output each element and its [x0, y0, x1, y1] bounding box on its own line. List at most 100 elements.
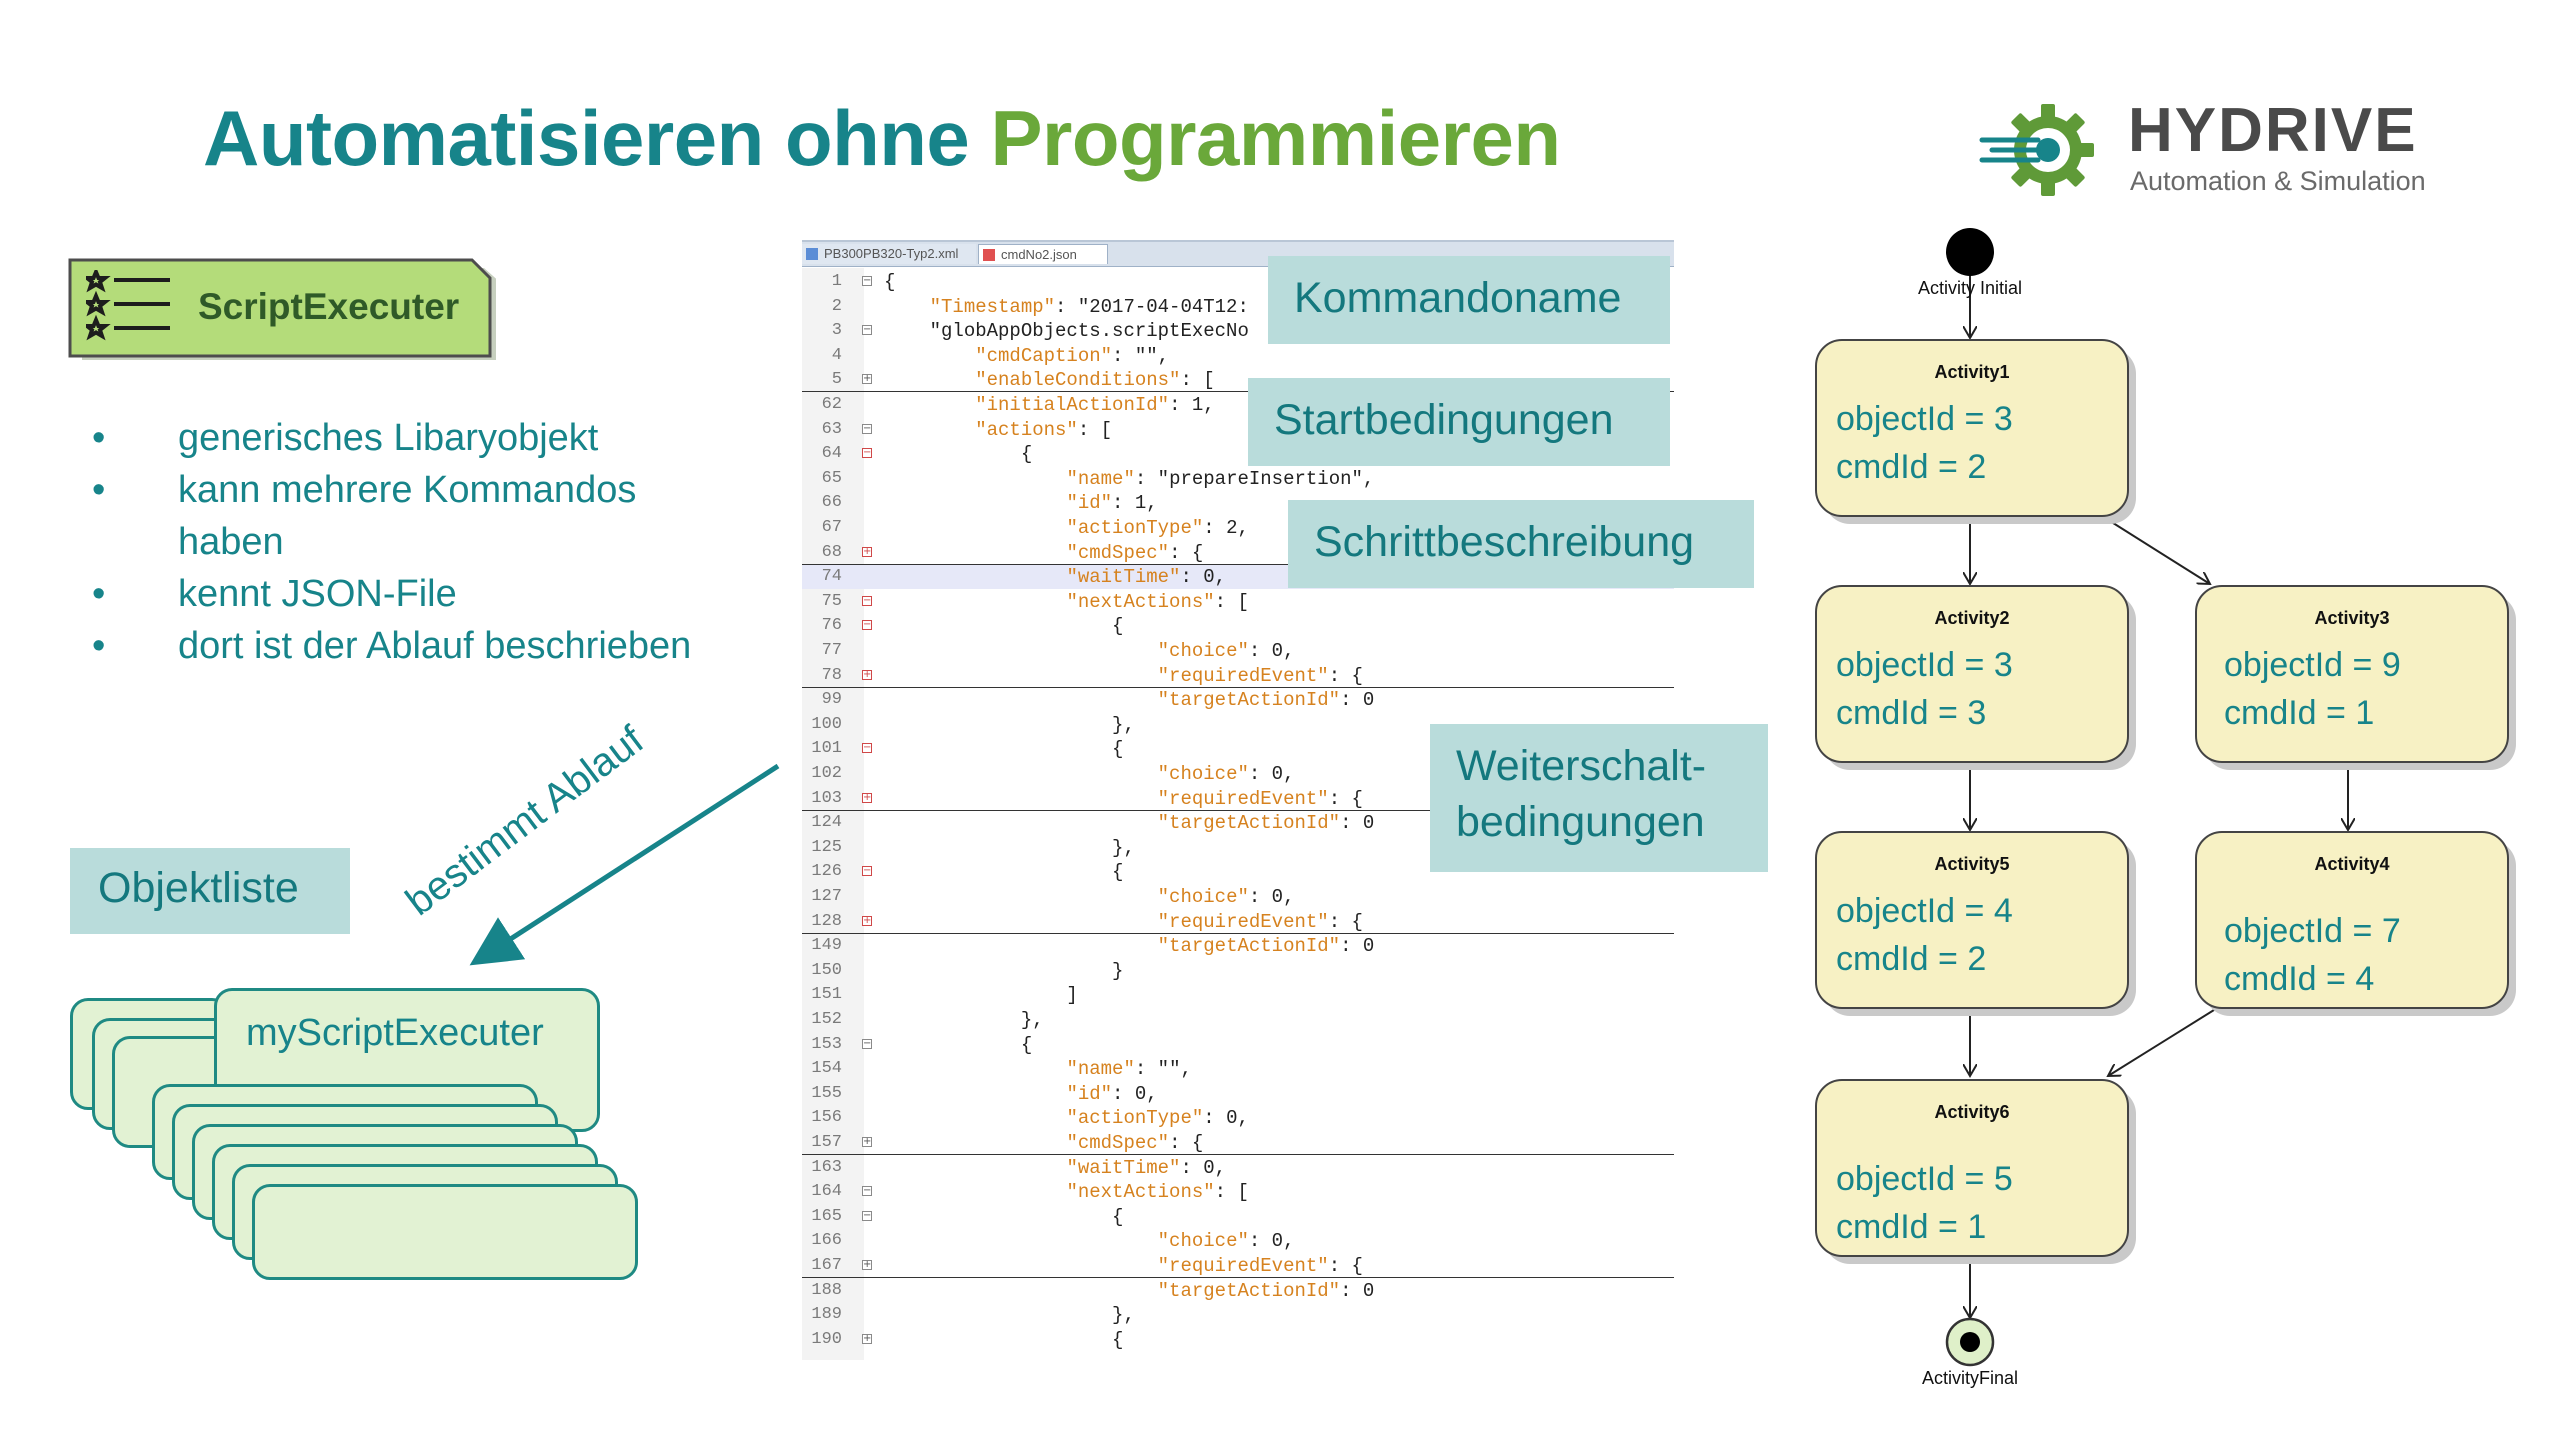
- activity-cmd-id: cmdId = 2: [1836, 940, 1986, 978]
- code-line: 65 "name": "prepareInsertion",: [802, 467, 1674, 491]
- schrittbeschreibung-label: Schrittbeschreibung: [1288, 500, 1754, 588]
- code-text: },: [884, 713, 1135, 736]
- code-line: 149 "targetActionId": 0: [802, 934, 1674, 958]
- hydrive-logo: HYDRIVE Automation & Simulation: [1978, 100, 2458, 200]
- fold-toggle-icon[interactable]: −: [862, 1037, 872, 1049]
- code-text: {: [884, 443, 1033, 466]
- fold-toggle-icon[interactable]: −: [862, 447, 872, 459]
- code-line: 2 "Timestamp": "2017-04-04T12:: [802, 295, 1674, 319]
- code-text: "choice": 0,: [1157, 1230, 1295, 1253]
- fold-toggle-icon[interactable]: −: [862, 619, 872, 631]
- bullet-dot: •: [92, 417, 106, 459]
- line-number: 157: [811, 1133, 842, 1152]
- edge-a1-a3: [2101, 515, 2210, 584]
- code-line: 154 "name": "",: [802, 1057, 1674, 1081]
- line-number: 151: [811, 985, 842, 1005]
- activity-title: Activity2: [1934, 608, 2009, 628]
- code-line: 68+ "cmdSpec": {: [802, 541, 1674, 565]
- title-part-green: Programmieren: [990, 94, 1561, 182]
- code-text: "globAppObjects.scriptExecNo: [884, 320, 1249, 343]
- code-text: "cmdSpec": {: [1066, 541, 1204, 564]
- fold-toggle-icon[interactable]: −: [862, 594, 872, 606]
- code-line: 155 "id": 0,: [802, 1082, 1674, 1106]
- fold-toggle-icon[interactable]: +: [862, 1259, 872, 1270]
- code-text: "targetActionId": 0: [1157, 935, 1375, 958]
- code-line: 76− {: [802, 614, 1674, 638]
- line-number: 154: [811, 1059, 842, 1079]
- activity-a6: Activity6 objectId = 5 cmdId = 1: [1815, 1079, 2136, 1264]
- code-line: 1−{: [802, 270, 1674, 294]
- fold-toggle-icon[interactable]: +: [862, 373, 872, 385]
- object-card: [252, 1184, 638, 1280]
- line-number: 188: [811, 1280, 842, 1300]
- code-line: 75− "nextActions": [: [802, 590, 1674, 614]
- line-number: 150: [811, 960, 842, 980]
- code-text: ]: [884, 984, 1078, 1007]
- line-number: 166: [811, 1231, 842, 1251]
- code-text: "nextActions": [: [1066, 590, 1249, 613]
- fold-toggle-icon[interactable]: −: [862, 742, 872, 754]
- code-line: 167+ "requiredEvent": {: [802, 1254, 1674, 1278]
- code-text: "choice": 0,: [1157, 763, 1295, 785]
- activity-object-id: objectId = 7: [2224, 912, 2401, 950]
- fold-toggle-icon[interactable]: −: [862, 1185, 872, 1197]
- activity-cmd-id: cmdId = 3: [1836, 694, 1986, 732]
- code-line: 166 "choice": 0,: [802, 1229, 1674, 1253]
- line-number: 77: [821, 641, 842, 660]
- fold-toggle-icon[interactable]: −: [862, 324, 872, 336]
- line-number: 4: [831, 345, 842, 365]
- activity-title: Activity5: [1934, 854, 2009, 874]
- code-text: "choice": 0,: [1157, 886, 1295, 908]
- code-line: 153− {: [802, 1033, 1674, 1057]
- code-text: "requiredEvent": {: [1157, 1255, 1363, 1277]
- code-text: "waitTime": 0,: [1066, 1156, 1227, 1179]
- code-line: 151 ]: [802, 983, 1674, 1007]
- line-number: 155: [811, 1083, 842, 1103]
- line-number: 5: [831, 370, 842, 390]
- code-line: 190+ {: [802, 1328, 1674, 1352]
- fold-toggle-icon[interactable]: −: [862, 1209, 872, 1221]
- fold-toggle-icon[interactable]: +: [862, 914, 872, 926]
- fold-toggle-icon[interactable]: +: [862, 545, 872, 557]
- fold-toggle-icon[interactable]: +: [862, 1332, 872, 1344]
- line-number: 101: [811, 739, 842, 759]
- code-text: "initialActionId": 1,: [975, 394, 1215, 416]
- tab-xml-file[interactable]: PB300PB320-Typ2.xml: [802, 244, 976, 264]
- fold-toggle-icon[interactable]: +: [862, 1136, 872, 1147]
- activity-a2: Activity2 objectId = 3 cmdId = 3: [1815, 585, 2136, 770]
- code-text: "actionType": 0,: [1066, 1107, 1249, 1130]
- code-line: 64− {: [802, 442, 1674, 466]
- code-text: "name": "prepareInsertion",: [1066, 467, 1375, 490]
- gear-icon: [1979, 104, 2094, 196]
- line-number: 126: [811, 862, 842, 882]
- code-text: },: [884, 1304, 1135, 1327]
- line-number: 1: [831, 272, 842, 291]
- fold-toggle-icon[interactable]: +: [862, 668, 872, 680]
- line-number: 189: [811, 1305, 842, 1325]
- line-number: 100: [811, 714, 842, 734]
- fold-toggle-icon[interactable]: −: [862, 865, 872, 877]
- kommandoname-label: Kommandoname: [1268, 256, 1670, 344]
- activity-object-id: objectId = 3: [1836, 400, 2013, 438]
- logo-name: HYDRIVE: [2128, 96, 2418, 165]
- activity-cmd-id: cmdId = 1: [1836, 1208, 1986, 1246]
- line-number: 103: [811, 788, 842, 808]
- activity-object-id: objectId = 9: [2224, 646, 2401, 684]
- activity-title: Activity3: [2314, 608, 2389, 628]
- code-line: 152 },: [802, 1008, 1674, 1032]
- code-text: },: [884, 836, 1135, 859]
- fold-toggle-icon[interactable]: −: [862, 275, 872, 286]
- weiterschalt-line-1: Weiterschalt-: [1456, 742, 1707, 790]
- code-line: 5+ "enableConditions": [: [802, 368, 1674, 393]
- bullet-dot: •: [92, 469, 106, 511]
- code-text: "actions": [: [975, 418, 1113, 441]
- file-icon: [983, 249, 995, 261]
- tab-label: PB300PB320-Typ2.xml: [824, 246, 959, 261]
- code-text: "requiredEvent": {: [1157, 787, 1363, 810]
- bullet-text: dort ist der Ablauf beschrieben: [178, 625, 692, 667]
- code-text: "Timestamp": "2017-04-04T12:: [929, 295, 1249, 318]
- fold-toggle-icon[interactable]: +: [862, 791, 872, 803]
- fold-toggle-icon[interactable]: −: [862, 422, 872, 434]
- bullet-dot: •: [92, 625, 106, 667]
- tab-json-file[interactable]: cmdNo2.json: [978, 244, 1108, 264]
